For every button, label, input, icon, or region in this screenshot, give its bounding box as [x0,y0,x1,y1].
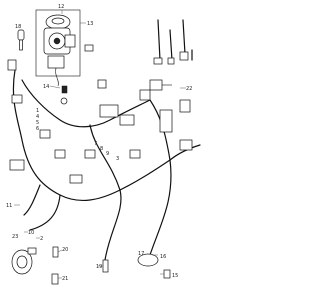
callouts: 12 13 14 18 19 20 21 22 23 16 15 17 11 1… [6,4,192,282]
callout-18: 18 [15,24,21,30]
callout-16: 16 [160,254,166,260]
sensor [137,159,172,279]
main-harness [12,69,201,261]
callout-7: 7 [94,141,97,147]
callout-14: 14 [43,84,49,90]
horn [11,247,37,275]
diagram-svg: 12 13 14 18 19 20 21 22 23 16 15 17 11 1… [6,4,201,285]
wiring-harness-diagram: 12 13 14 18 19 20 21 22 23 16 15 17 11 1… [6,4,201,285]
ignition-switch [35,9,81,87]
key [17,29,25,51]
callout-13: 13 [87,21,93,27]
leader-lines [14,10,186,279]
callout-17: 17 [138,251,144,257]
callout-4: 4 [36,114,39,120]
cable-ties [153,19,193,65]
callout-8: 8 [100,146,103,152]
callout-3: 3 [116,156,119,162]
relay-box [149,79,172,91]
callout-12: 12 [58,4,64,10]
callout-19: 19 [96,264,102,270]
callout-21: 21 [62,276,68,282]
callout-1: 1 [36,108,39,114]
callout-5: 5 [36,120,39,126]
callout-10: 10 [28,230,34,236]
callout-9: 9 [106,151,109,157]
callout-11: 11 [6,203,12,209]
callout-15: 15 [172,273,178,279]
callout-20: 20 [62,247,68,253]
callout-22: 22 [186,86,192,92]
callout-6: 6 [36,126,39,132]
small-parts [60,44,107,105]
connectors [7,59,193,184]
callout-2: 2 [40,236,43,242]
callout-23: 23 [12,234,18,240]
